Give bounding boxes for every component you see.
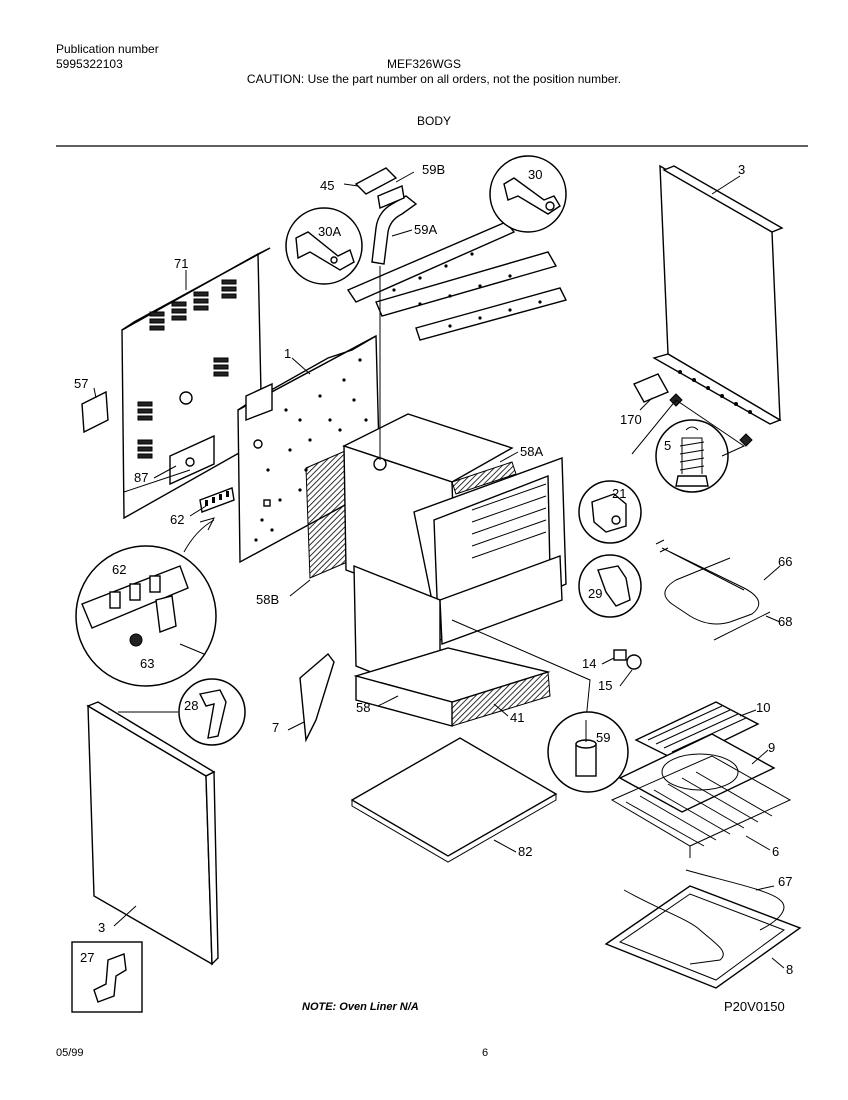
label-10: 10 [756,700,770,715]
side-panel-3-right [652,164,784,425]
label-63: 63 [140,656,154,671]
publication-number: 5995322103 [56,57,123,71]
model-number: MEF326WGS [386,57,461,71]
side-panel-1 [237,334,381,564]
broil-element-66 [655,539,771,641]
oven-rack-6 [610,755,792,858]
insulation-41 [451,671,551,727]
label-3-bottom: 3 [98,920,105,935]
label-29: 29 [588,586,602,601]
part-45 [354,167,398,195]
label-1: 1 [284,346,291,361]
detail-29 [578,554,642,618]
label-27: 27 [80,950,94,965]
rear-panel-71 [121,247,271,520]
label-30: 30 [528,167,542,182]
label-59: 59 [596,730,610,745]
label-15: 15 [598,678,612,693]
bottom-panel-82 [350,737,558,863]
label-8: 8 [786,962,793,977]
screw-170b [739,433,753,447]
detail-30 [489,155,567,233]
label-5: 5 [664,438,671,453]
label-58B: 58B [256,592,279,607]
label-66: 66 [778,554,792,569]
label-14: 14 [582,656,596,671]
detail-59 [547,711,629,793]
label-58: 58 [356,700,370,715]
label-87: 87 [134,470,148,485]
detail-21 [578,480,642,544]
label-71: 71 [174,256,188,271]
label-41: 41 [510,710,524,725]
detail-5 [655,419,729,493]
label-59A: 59A [414,222,437,237]
label-170: 170 [620,412,642,427]
label-21: 21 [612,486,626,501]
publication-label: Publication number [56,42,159,56]
vent-duct-59A [371,195,418,265]
label-6: 6 [772,844,779,859]
diagram-code: P20V0150 [724,999,785,1014]
detail-27 [71,941,143,1013]
label-45: 45 [320,178,334,193]
footer-date: 05/99 [56,1047,84,1059]
section-title: BODY [416,114,451,128]
side-panel-3-left [86,701,219,966]
lamp-bulb-15 [626,654,642,670]
terminal-block-62 [199,487,235,513]
part-57 [81,390,109,434]
label-62-circle: 62 [112,562,126,577]
label-3-top: 3 [738,162,745,177]
oven-cavity [342,413,567,702]
label-58A: 58A [520,444,543,459]
label-57: 57 [74,376,88,391]
detail-62-63 [75,545,217,687]
label-82: 82 [518,844,532,859]
label-67: 67 [778,874,792,889]
footer-note: NOTE: Oven Liner N/A [302,1001,419,1013]
page-number: 6 [482,1047,489,1059]
bake-element-8 [604,869,802,989]
lamp-socket-14 [613,649,627,661]
label-68: 68 [778,614,792,629]
detail-30A [285,207,363,285]
top-strip-59A [346,221,568,341]
label-30A: 30A [318,224,341,239]
label-59B: 59B [422,162,445,177]
label-28: 28 [184,698,198,713]
part-59B [377,185,405,209]
bracket-170 [633,373,669,403]
label-9: 9 [768,740,775,755]
label-62-small: 62 [170,512,184,527]
label-7: 7 [272,720,279,735]
hinge-7 [299,652,335,743]
caution-text: CAUTION: Use the part number on all orde… [246,72,622,86]
detail-28 [178,678,246,746]
